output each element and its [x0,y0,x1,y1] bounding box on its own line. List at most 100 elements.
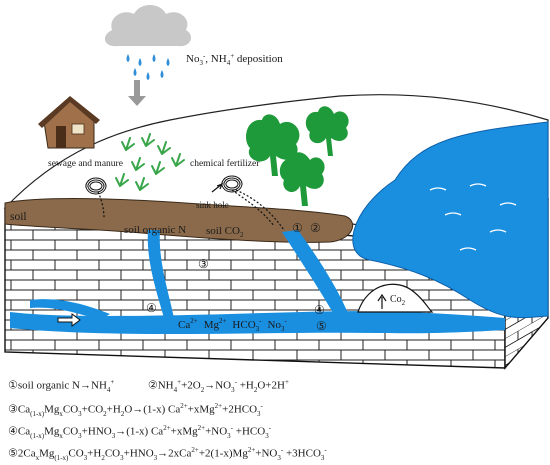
eq5-t4: +H [87,447,102,460]
eq2-t2sub: 2 [200,385,205,394]
eq2-t4: +H [236,379,254,392]
eq4-t1: Ca [17,425,31,438]
eq4-t2sub: x [59,431,63,440]
marker-2: ② [310,221,321,235]
eq5-t2sub: (1-x) [54,453,69,462]
eq4-t6sup: 2+ [197,424,206,432]
soil-co2-label: soil CO2 [206,225,244,239]
marker-5: ⑤ [316,319,327,333]
equation-3-number: ③ [8,402,18,416]
eq3-t5sub: 2 [120,409,125,418]
equation-4-row: ④Ca(1-x)MgxCO3+HNO3→(1-x) Ca2++xMg2++NO3… [8,422,271,443]
eq4-t6: +xMg [170,425,198,438]
eq3-t7sup: 2+ [214,402,223,410]
eq2-t4sub: 2 [253,385,258,394]
eq3-t3sub: 3 [78,409,82,418]
rain-drops-icon [126,54,170,80]
deposition-arrow-icon [128,80,146,106]
karst-diagram-scene: Co2 No3-, NH4+ deposition [3,5,549,370]
eq3-t5: +H [106,403,121,416]
eq3-t8sup: - [260,402,263,410]
eq5-t3sub: 3 [83,453,88,462]
eq4-t5: →(1-x) Ca [115,425,164,438]
eq5-t4sub: 2 [101,453,105,462]
spiral-icon [85,175,243,195]
cloud-icon [104,5,192,47]
eq5-t10sub: 3 [320,453,325,462]
eq5-t6: +HNO [123,447,154,460]
ions-label: Ca2+Mg2+HCO3-No3- [178,317,287,333]
house-icon [38,96,100,149]
eq3-t2sub: x [59,409,63,418]
eq3-t8: +2HCO [222,403,258,416]
equation-1-number: ① [8,378,18,392]
eq3-t6: O→(1-x) Ca [124,403,181,416]
sinkhole-arrow-icon [211,182,224,193]
eq4-t4sub: 3 [111,431,116,440]
equation-1-sub: 4 [106,385,111,394]
equation-5-row: ⑤2CaxMg(1-x)CO3+H2CO3+HNO3→2xCa2++2(1-x)… [8,444,327,465]
eq2-t5sup: + [284,378,289,386]
eq5-t1sub: x [35,453,40,462]
co2-label: Co2 [390,294,406,307]
equation-3-row: ③Ca(1-x)MgxCO3+CO2+H2O→(1-x) Ca2++xMg2++… [8,400,263,421]
flow-arrow-icon [57,313,81,327]
equation-4-number: ④ [8,424,18,438]
fissure-1 [147,230,174,318]
sewage-label: sewage and manure [48,159,123,169]
co2-arrow [377,293,387,309]
chemical-fertilizer-label: chemical fertilizer [190,158,260,169]
soil-label: soil [10,211,27,223]
eq3-t1: Ca [17,403,31,416]
eq4-t8: +HCO [233,425,266,438]
cave-dome [357,283,434,313]
eq5-t1: 2Ca [17,447,36,460]
eq4-t8sub: 3 [265,431,269,440]
eq2-t3: →NO [204,379,232,392]
fissure-3 [30,299,110,320]
eq4-t4: +HNO [81,425,112,438]
eq3-t6sup: 2+ [180,402,188,410]
fissure-2 [282,230,350,318]
eq4-t7: +NO [205,425,228,438]
infiltration-paths [97,189,285,231]
eq4-t1sub: (1-x) [30,431,45,440]
eq4-t5sup: 2+ [163,424,171,432]
eq3-t8sub: 3 [257,409,261,418]
eq5-t7: →2xCa [157,447,192,460]
crop-icon [115,133,185,191]
soil-layer [4,198,354,243]
eq5-t7sup: 2+ [191,446,199,454]
marker-4b: ④ [314,303,325,317]
lake-waves [429,183,517,251]
eq4-t7sub: 3 [227,431,231,440]
equation-5-number: ⑤ [8,446,18,460]
eq2-t3sup: - [234,378,237,386]
eq5-t5: CO [104,447,121,460]
eq4-t7sup: - [230,424,234,432]
eq2-t1sup: + [177,378,182,386]
eq3-t1sub: (1-x) [30,409,45,418]
eq4-t2: Mg [44,425,60,438]
eq2-t1: NH [157,379,174,392]
eq5-t2: Mg [39,447,55,460]
lake-icon [352,121,549,319]
marker-3: ③ [198,257,209,271]
eq3-t3: CO [62,403,79,416]
eq3-t2: Mg [44,403,60,416]
eq2-t5: O+2H [257,379,285,392]
eq5-t9sup: - [280,446,284,454]
soil-organic-n-label: soil organic N [124,224,186,236]
eq3-t7: +xMg [187,403,215,416]
eq4-t8sup: - [268,424,272,432]
eq2-t3sub: 3 [231,385,235,394]
marker-4: ④ [146,301,157,315]
eq5-t6sub: 3 [153,453,158,462]
deposition-label: No3-, NH4+ deposition [186,52,283,67]
equation-1-2-row: ①soil organic N→NH4+ ②NH4++2O2→NO3- +H2O… [8,376,289,397]
eq5-t10: +3HCO [283,447,321,460]
sinkhole-label: sink hole [196,200,229,210]
equation-2-number: ② [147,378,158,392]
eq5-t8sup: 2+ [247,446,256,454]
eq5-t5sub: 3 [120,453,124,462]
